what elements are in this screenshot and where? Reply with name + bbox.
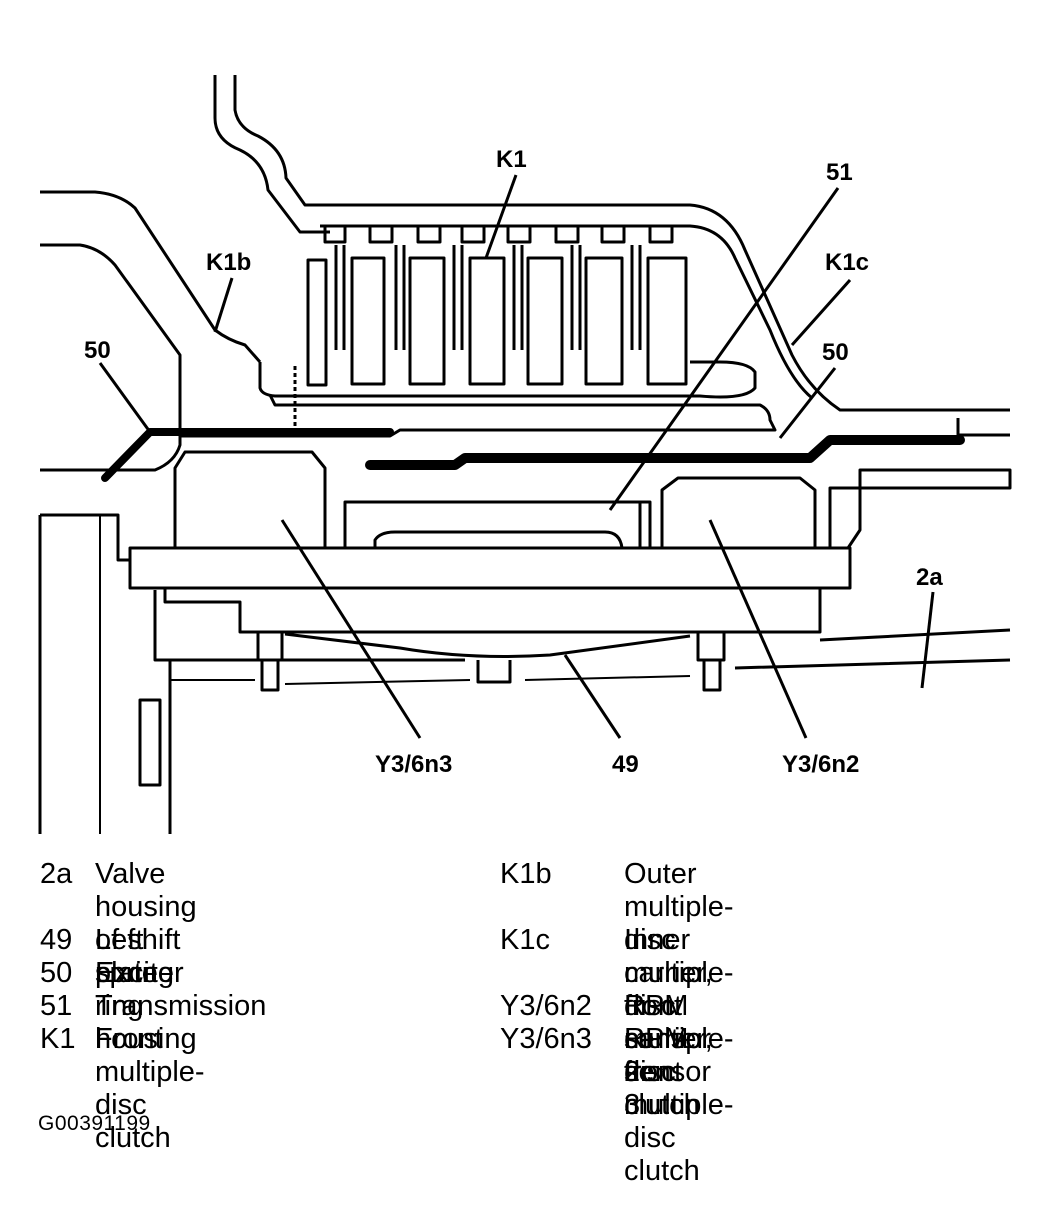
leader-k1b [213, 277, 234, 333]
housing-51-frame [343, 500, 642, 548]
legend-desc: RPM sensor 2 [624, 990, 712, 1088]
leader-k1 [484, 174, 518, 259]
legend-code: K1 [40, 1023, 76, 1055]
right-housing-top [956, 418, 1010, 437]
figure-id: G00391199 [38, 1112, 151, 1135]
legend-code: 49 [40, 924, 73, 956]
callout-49: 49 [612, 751, 639, 778]
legend-left: 2a Valve housing of shift plate 49 Left … [40, 858, 470, 1154]
shift-plate [128, 546, 852, 590]
carrier-top-rail [320, 224, 813, 400]
transmission-diagram: K1 K1b 50 51 K1c 50 2a Y3/6n3 49 Y3/6n2 [38, 75, 1012, 834]
leader-50-right [778, 367, 837, 439]
leader-y3-6n3 [280, 519, 422, 739]
callout-y3-6n3: Y3/6n3 [375, 751, 452, 778]
bolt-right [696, 632, 726, 692]
shift-plate-lower [163, 588, 822, 634]
inner-carrier-body [258, 360, 757, 399]
callout-50-left: 50 [84, 337, 111, 364]
legend-code: Y3/6n3 [500, 1023, 592, 1055]
disc-plate [584, 256, 624, 386]
housing-outline-outer [40, 190, 262, 363]
disc-plate [526, 256, 564, 386]
shaft-pipe-left [213, 75, 330, 234]
legend-code: K1c [500, 924, 550, 956]
bolt-center [476, 660, 512, 684]
valve-housing-lines [170, 628, 1011, 670]
bolt-left [256, 632, 284, 692]
disc-plate [468, 256, 506, 386]
legend-desc: Exciter ring [95, 957, 184, 1022]
legend-code: K1b [500, 858, 552, 890]
valve-housing-lower [170, 675, 691, 685]
sensor-block-right [660, 476, 817, 548]
disc-separators [334, 245, 642, 350]
leader-y3-6n2 [708, 519, 808, 739]
callout-k1: K1 [496, 146, 527, 173]
leader-49 [563, 654, 622, 739]
shaft-pipe-right [233, 75, 1010, 412]
legend-code: 50 [40, 957, 73, 989]
callout-51: 51 [826, 159, 853, 186]
legend-desc: Outer multiple-disc carrier, front multi… [624, 858, 734, 1121]
legend-desc: Transmission housing [95, 990, 267, 1055]
left-sensor-bracket [138, 698, 162, 787]
callout-2a: 2a [916, 564, 943, 591]
housing-51-inner [373, 530, 624, 549]
legend-desc: Valve housing of shift plate [95, 858, 197, 989]
left-frame-mid [153, 590, 172, 834]
right-step [828, 468, 1012, 549]
left-spring-49 [284, 632, 691, 658]
disc-plate [646, 256, 688, 386]
callout-k1c: K1c [825, 249, 869, 276]
disc-plate [306, 258, 328, 387]
carrier-comb [323, 226, 674, 244]
legend-desc: Front multiple-disc clutch [95, 1023, 205, 1154]
disc-plate [408, 256, 446, 386]
legend-desc: RPM sensor 3 [624, 1023, 712, 1121]
leader-k1c [790, 279, 852, 346]
legend-right: K1b Outer multiple-disc carrier, front m… [500, 858, 1030, 1187]
left-frame [38, 513, 130, 834]
inner-carrier-lower [180, 394, 777, 438]
exciter-ring-right [365, 435, 965, 470]
legend-desc: Inner multiple-disc carrier, front multi… [624, 924, 734, 1187]
leader-51 [608, 187, 840, 511]
leader-50-left [98, 362, 152, 433]
housing-link [640, 500, 652, 548]
sensor-block-left [173, 450, 327, 548]
legend-code: 2a [40, 858, 73, 890]
callout-k1b: K1b [206, 249, 251, 276]
legend-code: Y3/6n2 [500, 990, 592, 1022]
legend-desc: Left spring [95, 924, 174, 989]
leader-2a [920, 591, 935, 689]
disc-plate [350, 256, 386, 386]
callout-y3-6n2: Y3/6n2 [782, 751, 859, 778]
legend-code: 51 [40, 990, 73, 1022]
callout-50-right: 50 [822, 339, 849, 366]
housing-outline-inner [40, 243, 182, 472]
